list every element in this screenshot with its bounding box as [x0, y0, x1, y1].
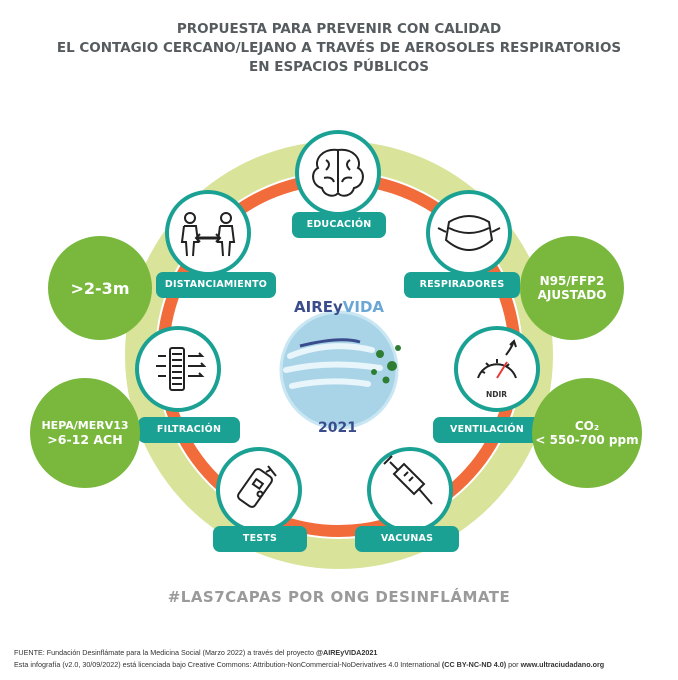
- filtracion-node: [135, 326, 221, 412]
- co2-note: CO₂ < 550-700 ppm: [532, 378, 642, 488]
- logo-suffix: VIDA: [342, 298, 385, 316]
- filter-note-line2: >6-12 ACH: [47, 432, 123, 447]
- air-filter-icon: [156, 347, 207, 391]
- title-line-2: EL CONTAGIO CERCANO/LEJANO A TRAVÉS DE A…: [56, 40, 622, 56]
- filter-note: HEPA/MERV13 >6-12 ACH: [30, 378, 140, 488]
- footer-license-text: Esta infografía (v2.0, 30/09/2022) está …: [14, 660, 442, 669]
- logo-title: AIREyVIDA: [294, 298, 384, 316]
- mask-note: N95/FFP2 AJUSTADO: [520, 236, 624, 340]
- footer-license-site: www.ultraciudadano.org: [520, 660, 605, 669]
- ndir-label: NDIR: [486, 390, 508, 399]
- filtracion-label: FILTRACIÓN: [138, 417, 240, 443]
- distanciamiento-label: DISTANCIAMIENTO: [156, 272, 276, 298]
- title-line-3: EN ESPACIOS PÚBLICOS: [249, 59, 429, 75]
- distancing-people-icon: [180, 212, 236, 257]
- distance-value: >2-3m: [70, 278, 130, 298]
- footer-source-text: FUENTE: Fundación Desinflámate para la M…: [14, 648, 317, 657]
- test-kit-icon: [237, 465, 277, 508]
- mask-note-line2: AJUSTADO: [537, 288, 607, 302]
- mask-note-line1: N95/FFP2: [539, 274, 605, 288]
- syringe-icon: [383, 455, 433, 505]
- aireyvida-logo: [279, 310, 401, 430]
- vacunas-node: [367, 447, 453, 533]
- tests-node: [216, 447, 302, 533]
- distanciamiento-node: [165, 190, 251, 276]
- filter-note-line1: HEPA/MERV13: [41, 419, 129, 432]
- respiradores-label: RESPIRADORES: [404, 272, 520, 298]
- footer-license-por: por: [506, 660, 521, 669]
- brain-icon: [312, 148, 364, 197]
- title-line-1: PROPUESTA PARA PREVENIR CON CALIDAD: [176, 21, 502, 37]
- footer-source: FUENTE: Fundación Desinflámate para la M…: [14, 648, 377, 657]
- vacunas-label: VACUNAS: [355, 526, 459, 552]
- tests-label: TESTS: [213, 526, 307, 552]
- footer-license: Esta infografía (v2.0, 30/09/2022) está …: [14, 660, 604, 669]
- respiradores-node: [426, 190, 512, 276]
- mask-icon: [437, 215, 501, 251]
- footer-source-handle: @AIREyVIDA2021: [316, 648, 378, 657]
- co2-note-line2: < 550-700 ppm: [535, 433, 639, 447]
- page-title: PROPUESTA PARA PREVENIR CON CALIDAD EL C…: [0, 20, 678, 77]
- logo-prefix: AIREy: [294, 298, 343, 316]
- ventilacion-label: VENTILACIÓN: [433, 417, 541, 443]
- educacion-node: [295, 130, 381, 216]
- educacion-label: EDUCACIÓN: [292, 212, 386, 238]
- ventilacion-node: [454, 326, 540, 412]
- distance-note: >2-3m: [48, 236, 152, 340]
- ndir-meter-icon: [477, 339, 517, 379]
- logo-year: 2021: [318, 420, 357, 436]
- co2-note-line1: CO₂: [574, 419, 600, 433]
- footer-license-cc: (CC BY-NC-ND 4.0): [441, 660, 507, 669]
- hashtag: #LAS7CAPAS POR ONG DESINFLÁMATE: [167, 588, 511, 606]
